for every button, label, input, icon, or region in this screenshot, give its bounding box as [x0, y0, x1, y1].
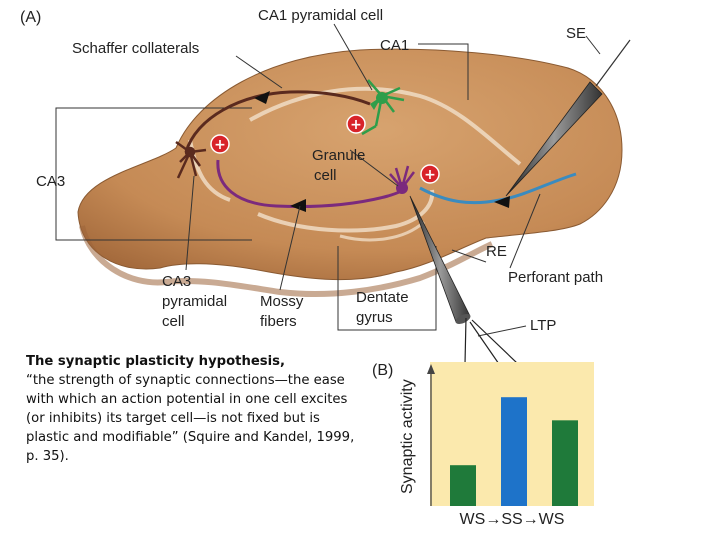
bar-2-ss [501, 397, 527, 506]
svg-text:+: + [350, 117, 362, 133]
ca3-pyramidal-label-line-1: CA3 [162, 273, 191, 290]
excitatory-synapse-dentate-badge: + [420, 164, 440, 184]
hippocampus-tissue [77, 48, 623, 281]
dentate-bracket [337, 246, 437, 331]
schaffer-collaterals-label: Schaffer collaterals [72, 40, 199, 57]
granule-cell-label-line-2: cell [314, 167, 337, 184]
bar-3-ws [552, 420, 578, 506]
quote-title: The synaptic plasticity hypothesis, [26, 354, 286, 369]
ca3-pyramidal-neuron [175, 140, 207, 179]
mossy-fibers-label-line-1: Mossy [260, 293, 304, 310]
perforant-path-label: Perforant path [508, 269, 603, 286]
ca3-pyramidal-label-line-2: pyramidal [162, 293, 227, 310]
panel-a-tag: (A) [20, 9, 41, 26]
chart-y-axis-arrowhead [427, 364, 435, 374]
mossy-direction-arrow [290, 199, 306, 212]
excitatory-synapse-ca1-badge: + [346, 114, 366, 134]
ca3-region-label: CA3 [36, 173, 65, 190]
quote-body: “the strength of synaptic connections—th… [26, 373, 355, 464]
bar-1-ws [450, 465, 476, 506]
ca1-pyramidal-cell-label: CA1 pyramidal cell [258, 7, 383, 24]
panel-b-tag: (B) [372, 362, 393, 379]
perforant-direction-arrow [494, 196, 510, 208]
svg-text:+: + [214, 137, 226, 153]
ca3-pyramidal-label-line-3: cell [162, 313, 185, 330]
schaffer-direction-arrow [254, 91, 270, 104]
excitatory-synapse-ca3-badge: + [210, 134, 230, 154]
chart-bars [450, 397, 578, 506]
mossy-fibers-label-line-2: fibers [260, 313, 297, 330]
dentate-cell-layer [257, 189, 435, 233]
granule-cell-label-line-1: Granule [312, 147, 365, 164]
ca1-region-label: CA1 [380, 37, 409, 54]
tissue-depth-edge [79, 225, 494, 298]
chart-y-axis-label: Synaptic activity [399, 379, 416, 494]
plasticity-quote: The synaptic plasticity hypothesis, “the… [26, 352, 356, 466]
ltp-label: LTP [530, 317, 556, 334]
dentate-gyrus-label-line-1: Dentate [356, 289, 409, 306]
dentate-gyrus-label-line-2: gyrus [356, 309, 393, 326]
mossy-fiber-axon [216, 159, 408, 209]
stimulating-electrode [505, 81, 603, 197]
ca3-bracket [55, 107, 252, 241]
stimulating-electrode-label: SE [566, 25, 586, 42]
stimulating-electrode-wire [595, 39, 631, 87]
schaffer-collateral-axon [184, 90, 371, 153]
recording-electrode-label: RE [486, 243, 507, 260]
ca1-bracket [418, 43, 469, 100]
granule-cell-neuron [389, 165, 415, 194]
chart-x-axis-caption: WS→SS→WS [460, 511, 565, 528]
ca1-cell-layer [249, 86, 522, 166]
ca1-pyramidal-neuron [361, 79, 405, 136]
dentate-inner-layer [339, 220, 426, 242]
svg-text:+: + [424, 167, 436, 183]
